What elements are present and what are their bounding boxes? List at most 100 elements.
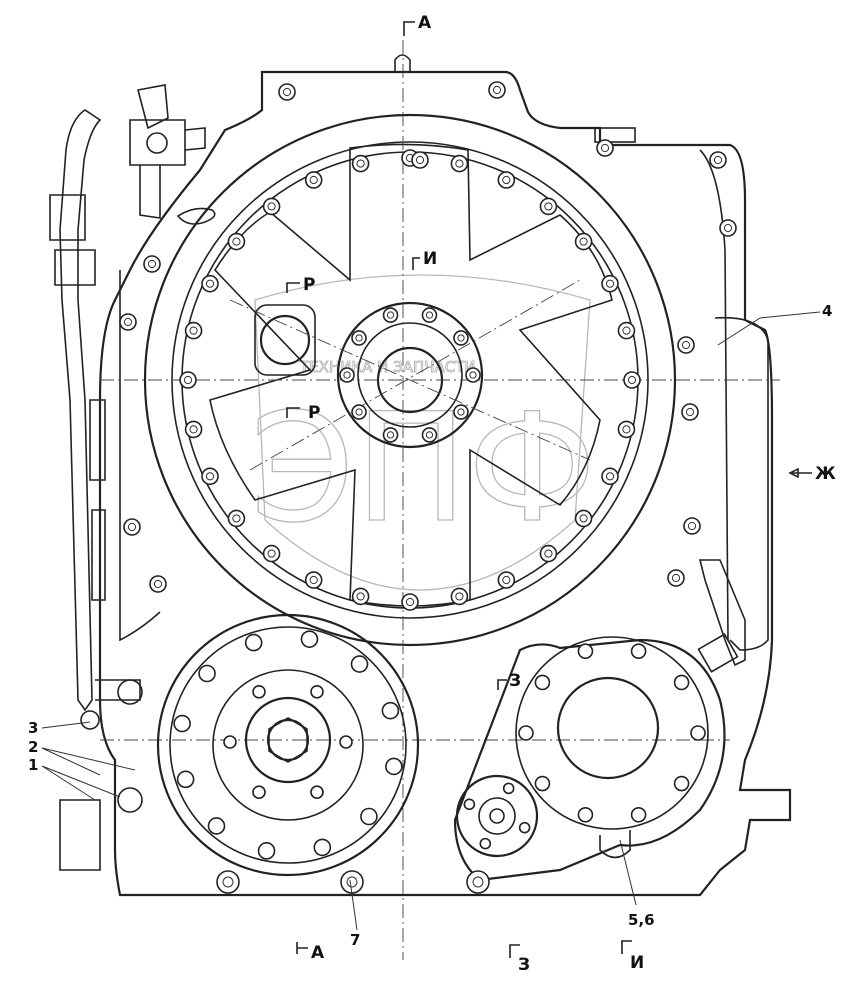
hub-mid xyxy=(357,322,463,428)
bolt xyxy=(300,630,319,648)
bolt-center xyxy=(502,175,511,185)
bolt-center xyxy=(544,549,553,558)
bolt xyxy=(617,321,636,340)
bolt xyxy=(262,544,281,563)
bolt xyxy=(382,307,399,323)
bolt xyxy=(184,321,203,340)
bolt-center xyxy=(309,575,318,585)
small-cover xyxy=(455,774,539,858)
bolt xyxy=(339,367,355,383)
bolt-center xyxy=(425,311,434,319)
bolt-center xyxy=(605,279,615,288)
bolt xyxy=(382,427,399,443)
callout-3: 3 xyxy=(28,719,38,737)
bolt xyxy=(534,775,551,792)
bolt-center xyxy=(600,143,610,153)
callout-5-6: 5,6 xyxy=(628,911,655,929)
bottom-boss-5-6 xyxy=(599,830,631,859)
bolt-center xyxy=(405,597,415,607)
top-left-fitting xyxy=(129,84,206,219)
bolt-center xyxy=(579,514,588,523)
bolt xyxy=(601,467,619,486)
bolt-center xyxy=(455,592,464,601)
section-i-top: И xyxy=(423,249,437,269)
bolt-center xyxy=(386,311,395,319)
bolt xyxy=(313,838,332,857)
bolt xyxy=(596,139,614,157)
right-cover xyxy=(714,316,769,651)
left-lower-nut xyxy=(268,717,308,763)
bolt-group xyxy=(119,81,737,894)
small-cover-hub xyxy=(478,797,516,835)
bolt xyxy=(310,684,324,699)
left-boss xyxy=(254,304,316,376)
bolt-center xyxy=(205,472,215,481)
bolt-center xyxy=(685,407,695,417)
top-lug xyxy=(394,54,411,72)
small-cover-shaft xyxy=(489,808,505,824)
bolt-center xyxy=(415,155,425,165)
bolt xyxy=(709,151,727,169)
bolt xyxy=(673,775,690,792)
bolt xyxy=(453,330,469,346)
bolt xyxy=(497,171,516,189)
bolt xyxy=(360,807,378,826)
bolt-center xyxy=(457,334,465,342)
pipe-fitting-upper xyxy=(49,194,96,286)
top-oval-slot xyxy=(176,207,216,225)
bolt-center xyxy=(267,549,276,558)
bolt-center xyxy=(355,334,363,342)
callout-4: 4 xyxy=(822,302,832,320)
left-oil-pipe xyxy=(59,109,102,712)
bolt xyxy=(502,782,515,795)
bolt xyxy=(310,785,324,800)
bolt xyxy=(351,404,367,420)
bolt xyxy=(574,509,593,528)
bolt-center xyxy=(492,85,502,95)
bolt-center xyxy=(309,175,318,185)
bolt-center xyxy=(605,472,615,481)
section-r-lower: Р xyxy=(308,403,320,423)
bolt xyxy=(340,870,364,894)
bolt-center xyxy=(622,425,631,434)
bolt-center xyxy=(153,579,163,589)
bolt xyxy=(216,870,240,894)
housing-outline xyxy=(98,70,792,897)
bolt xyxy=(421,427,438,443)
bolt-center xyxy=(627,375,637,385)
section-a-top: А xyxy=(418,13,432,33)
bolt xyxy=(351,330,367,346)
bolt-center xyxy=(356,159,365,168)
bolt xyxy=(677,336,695,354)
section-a-bottom: А xyxy=(311,943,325,963)
bolt xyxy=(690,725,706,741)
bolt xyxy=(518,725,534,741)
bolt xyxy=(466,870,490,894)
bolt xyxy=(227,232,246,251)
callout-2: 2 xyxy=(28,738,38,756)
top-right-pad xyxy=(594,127,636,143)
bolt-center xyxy=(222,876,234,888)
bolt-center xyxy=(232,237,241,246)
bolt-center xyxy=(469,371,477,379)
bolt xyxy=(617,420,636,439)
bolt xyxy=(574,232,593,251)
right-lower-bore xyxy=(556,676,660,780)
bolt xyxy=(681,403,699,421)
bolt xyxy=(518,821,531,834)
bolt xyxy=(539,197,558,216)
bolt xyxy=(198,664,216,683)
bolt xyxy=(304,171,323,189)
bolt-center xyxy=(205,279,215,288)
housing-inner-edge xyxy=(119,149,729,642)
bolt xyxy=(401,593,419,611)
bolt-center xyxy=(671,573,681,583)
hub-outer xyxy=(336,301,484,449)
bolt xyxy=(173,714,191,733)
bolt xyxy=(683,517,701,535)
bolt-center xyxy=(355,408,363,416)
right-lower-cover-flange xyxy=(515,636,709,830)
bolt-center xyxy=(579,237,588,246)
bolt xyxy=(577,806,594,823)
